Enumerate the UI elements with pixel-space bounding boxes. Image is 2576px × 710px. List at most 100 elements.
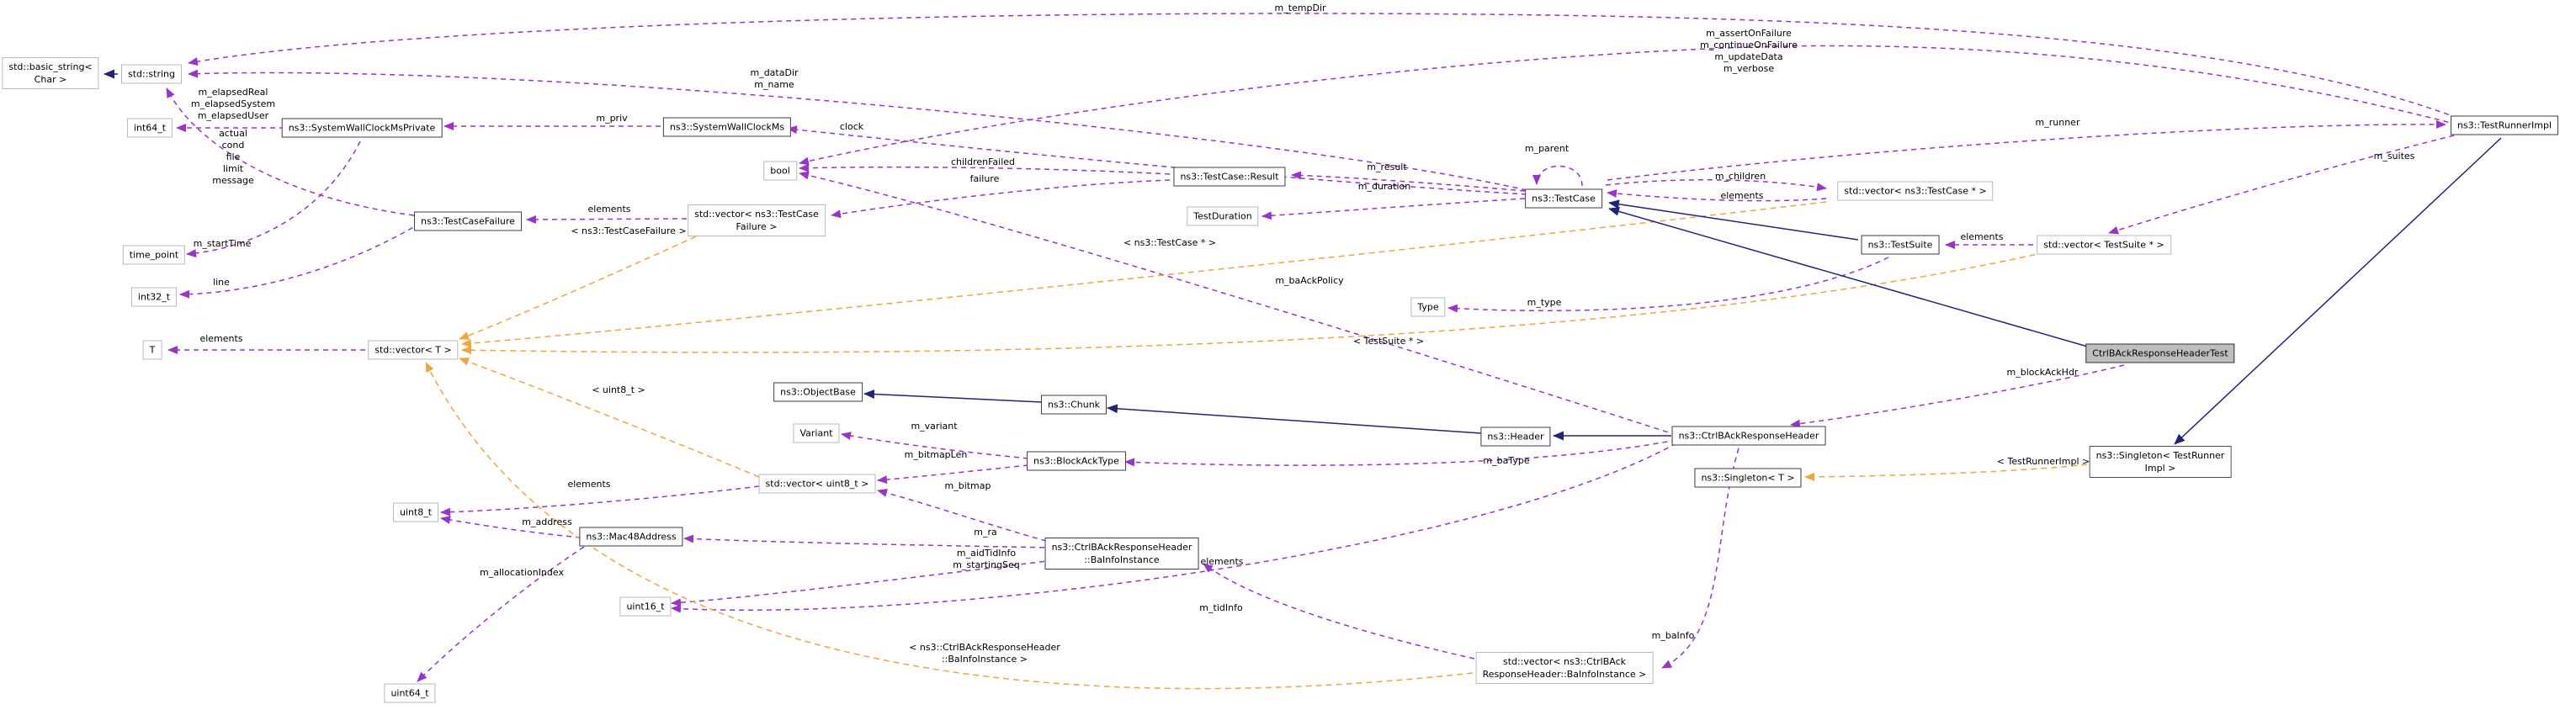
node-label: ns3::TestRunnerImpl xyxy=(2456,119,2552,131)
node-label: ns3::TestCase::Result xyxy=(1180,171,1279,183)
edge-m-ba-ack-policy xyxy=(799,171,1677,436)
node-variant: Variant xyxy=(793,423,840,443)
node-system-wall-clock-ms-private[interactable]: ns3::SystemWallClockMsPrivate xyxy=(281,118,443,138)
node-chunk[interactable]: ns3::Chunk xyxy=(1040,395,1107,415)
edge-label-m-start-time: m_startTime xyxy=(193,238,252,249)
node-label: Type xyxy=(1417,301,1439,313)
edge-m-tempdir xyxy=(188,13,2458,119)
node-singleton-t[interactable]: ns3::Singleton< T > xyxy=(1694,468,1802,488)
edge-m-runner xyxy=(1607,119,2446,181)
node-uint16-t: uint16_t xyxy=(619,596,672,617)
node-bool: bool xyxy=(763,161,797,181)
node-block-ack-type[interactable]: ns3::BlockAckType xyxy=(1027,451,1126,471)
edge-clock xyxy=(787,125,1527,195)
node-std-string: std::string xyxy=(120,64,183,84)
template-edges xyxy=(425,201,2088,690)
node-label: ns3::Chunk xyxy=(1047,399,1101,411)
node-label: ns3::TestSuite xyxy=(1867,239,1933,251)
node-object-base[interactable]: ns3::ObjectBase xyxy=(773,382,863,402)
node-label: int32_t xyxy=(137,291,171,303)
node-label: T xyxy=(149,344,156,356)
edge-label-elements-test-suite: elements xyxy=(1960,231,2004,242)
edge-test-suite-test-case xyxy=(1608,199,1859,241)
edge-tmpl-uint8 xyxy=(459,358,760,478)
node-label: Failure > xyxy=(736,221,778,232)
node-test-case-failure[interactable]: ns3::TestCaseFailure xyxy=(414,211,522,231)
edge-label-m-ba-type: m_baType xyxy=(1483,455,1530,466)
node-label: std::basic_string< xyxy=(8,61,93,72)
node-label: std::vector< ns3::CtrlBAck xyxy=(1502,656,1627,667)
edge-label-elements-test-case: elements xyxy=(1720,190,1764,201)
node-vector-test-suite-ptr: std::vector< TestSuite * > xyxy=(2037,235,2171,255)
node-test-case[interactable]: ns3::TestCase xyxy=(1525,188,1602,209)
node-ctrl-back-response-header-test: CtrlBAckResponseHeaderTest xyxy=(2085,343,2235,363)
node-label: ::BaInfoInstance xyxy=(1084,554,1160,565)
inheritance-edges xyxy=(104,69,2502,445)
edge-label-elements-tcf: elements xyxy=(587,204,631,215)
node-test-runner-impl[interactable]: ns3::TestRunnerImpl xyxy=(2450,115,2559,135)
edge-elements-uint8 xyxy=(440,485,760,517)
edge-label-tmpl-test-runner-impl: < TestRunnerImpl > xyxy=(1996,456,2090,467)
node-time-point: time_point xyxy=(122,245,186,265)
node-label: ns3::TestCaseFailure xyxy=(421,215,515,227)
node-header[interactable]: ns3::Header xyxy=(1480,427,1551,447)
node-label: ns3::BlockAckType xyxy=(1033,455,1119,467)
edge-label-elements-ba-info: elements xyxy=(1200,556,1244,567)
node-ctrl-back-response-header[interactable]: ns3::CtrlBAckResponseHeader xyxy=(1671,426,1826,446)
node-ba-info-instance[interactable]: ns3::CtrlBAckResponseHeader::BaInfoInsta… xyxy=(1044,538,1199,570)
node-label: uint64_t xyxy=(390,687,429,699)
node-label: TestDuration xyxy=(1193,210,1252,222)
edge-test-basecase xyxy=(1608,207,2091,348)
node-label: ns3::ObjectBase xyxy=(780,386,856,398)
edge-label-line: line xyxy=(213,277,230,288)
edge-tmpl-test-suite-ptr xyxy=(461,252,2046,355)
edge-label-tmpl-test-suite-ptr: < TestSuite * > xyxy=(1352,336,1425,347)
edge-label-m-result: m_result xyxy=(1367,162,1407,172)
edge-label-m-tempdir: m_tempDir xyxy=(1274,3,1326,13)
node-label: std::vector< uint8_t > xyxy=(765,478,869,490)
node-uint8-t: uint8_t xyxy=(392,502,439,522)
node-label: ns3::Mac48Address xyxy=(586,531,677,543)
edge-label-m-allocation-index: m_allocationIndex xyxy=(480,567,564,578)
edge-label-m-bitmap-len: m_bitmapLen xyxy=(904,449,968,460)
node-label: Variant xyxy=(799,427,833,439)
node-test-duration: TestDuration xyxy=(1187,206,1259,226)
edge-m-ba-info xyxy=(1661,448,1739,669)
node-vector-test-case-ptr: std::vector< ns3::TestCase * > xyxy=(1837,181,1994,201)
node-label: ResponseHeader::BaInfoInstance > xyxy=(1482,669,1647,680)
node-vector-t: std::vector< T > xyxy=(368,340,459,360)
edge-tmpl-test-case-failure xyxy=(459,231,706,340)
edge-m-allocation-index xyxy=(417,546,585,682)
node-label: uint8_t xyxy=(399,506,433,518)
node-test-suite[interactable]: ns3::TestSuite xyxy=(1861,235,1940,255)
edge-label-m-children: m_children xyxy=(1714,171,1766,182)
node-label: Char > xyxy=(34,74,67,85)
edge-m-children xyxy=(1605,179,1827,192)
node-label: time_point xyxy=(129,249,179,261)
node-mac48-address[interactable]: ns3::Mac48Address xyxy=(579,527,683,547)
node-label: ns3::CtrlBAckResponseHeader xyxy=(1678,430,1819,442)
node-system-wall-clock-ms[interactable]: ns3::SystemWallClockMs xyxy=(662,117,792,137)
node-t: T xyxy=(142,340,162,360)
edge-m-aid-tid-info xyxy=(671,559,1054,607)
node-test-case-result[interactable]: ns3::TestCase::Result xyxy=(1173,167,1286,187)
edge-m-parent xyxy=(1532,165,1583,187)
edge-header-chunk xyxy=(1107,404,1482,434)
edge-label-m-address: m_address xyxy=(522,517,572,527)
edge-label-m-bitmap: m_bitmap xyxy=(944,480,991,491)
edge-m-start-time xyxy=(186,140,361,258)
edge-label-m-ra: m_ra xyxy=(974,527,997,538)
edge-label-tmpl-ba-info: < ns3::CtrlBAckResponseHeader::BaInfoIns… xyxy=(909,642,1060,665)
edge-m-ba-type xyxy=(1124,439,1677,467)
edge-label-m-duration: m_duration xyxy=(1357,181,1411,192)
edge-label-m-priv: m_priv xyxy=(596,113,628,124)
edge-elements-tcf xyxy=(526,215,688,224)
node-uint64-t: uint64_t xyxy=(384,683,436,703)
node-label: std::vector< T > xyxy=(374,344,452,356)
